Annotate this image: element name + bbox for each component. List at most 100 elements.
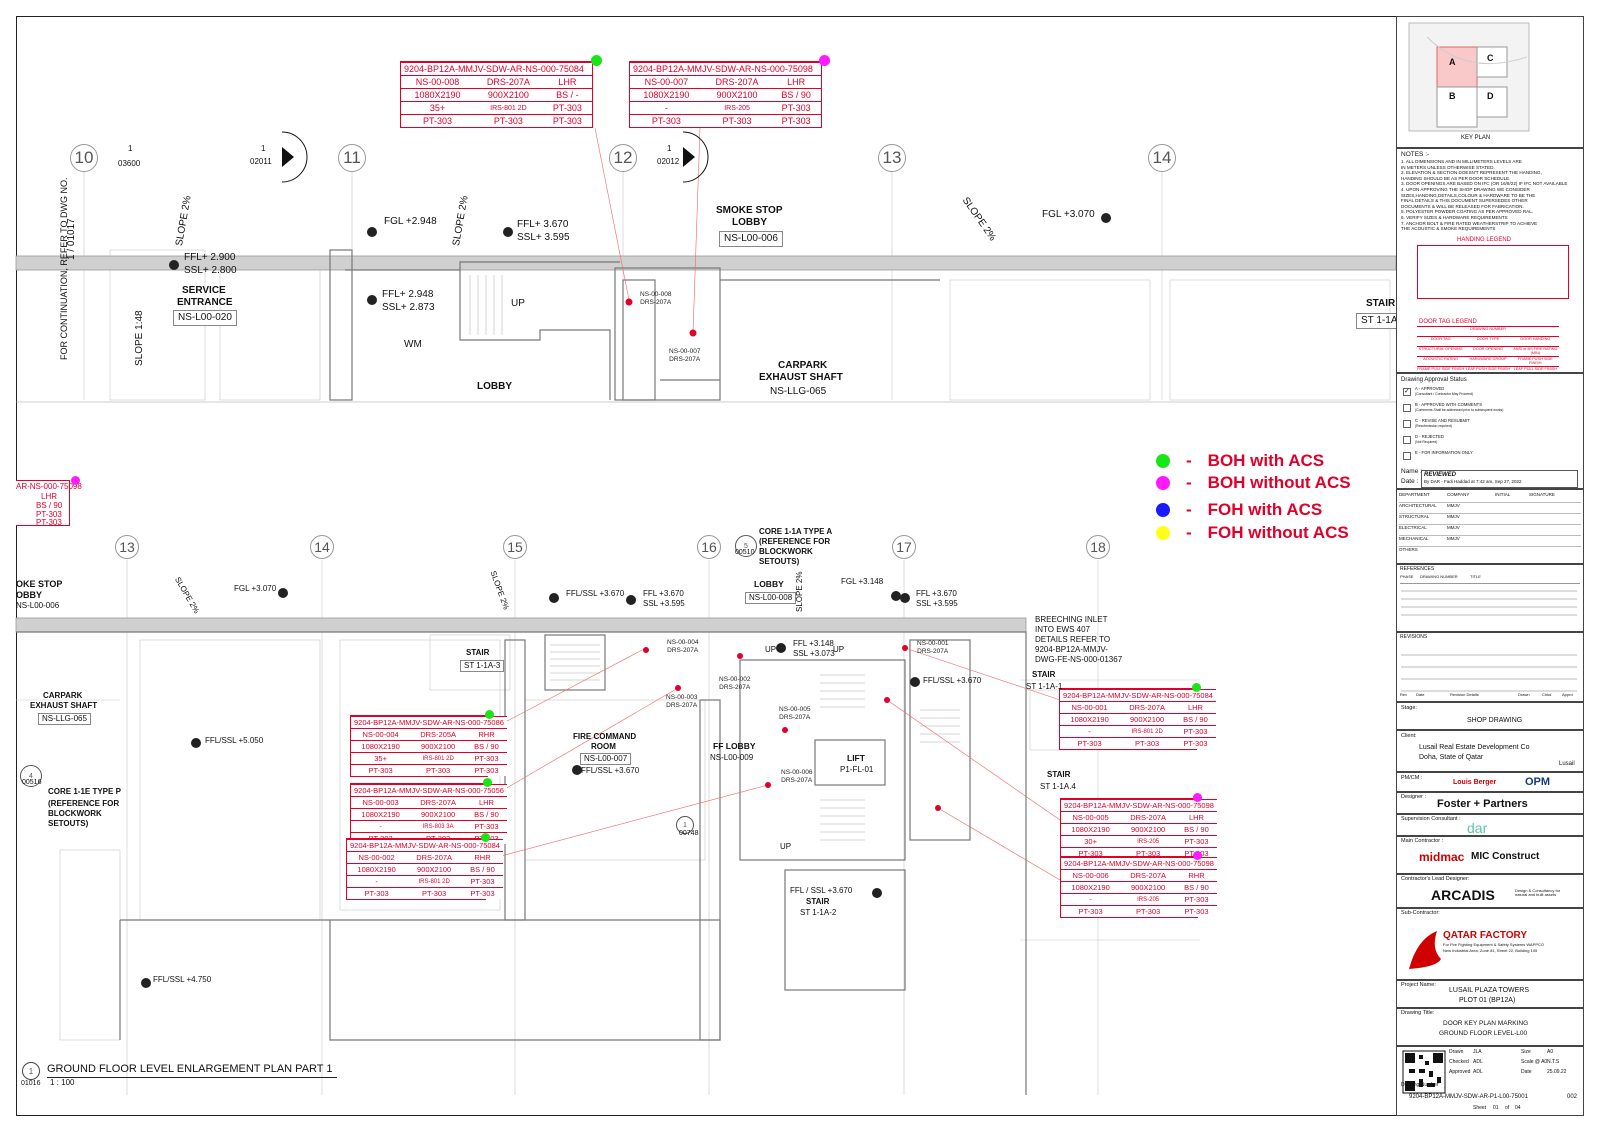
key-plan-zone: B: [1449, 91, 1456, 101]
grid-bubble-14: 14: [1148, 144, 1176, 172]
level-label: FFL / SSL +3.670: [790, 886, 853, 895]
level-label: SSL +3.073: [793, 649, 835, 658]
room-code: ST 1-1A-1: [1026, 682, 1063, 691]
reviewed-stamp: REVIEWED By DAR - Fadi Haddad at 7:42 am…: [1421, 470, 1578, 488]
room-name: SMOKE STOP: [716, 205, 783, 216]
level-label: SSL+ 2.800: [184, 265, 237, 276]
note-line: 7. ANCHOR BOLT & FIRE RATED WEATHERSTRIP…: [1401, 220, 1538, 226]
room-code: NS-L00-006: [16, 601, 60, 610]
approval-checkbox[interactable]: [1403, 436, 1411, 444]
room-code: NS-L00-006: [719, 231, 783, 247]
door-reference-table-partial: AR-NS-000-75098 LHR BS / 90 PT-303 PT-30…: [16, 480, 82, 527]
drawing-number: 9204-BP12A-MMJV-SDW-AR-P1-L00-75001: [1409, 1094, 1528, 1100]
client-box: Client: Lusail Real Estate Development C…: [1396, 730, 1584, 772]
section-b-num: 1: [667, 144, 672, 153]
room-name: CARPARK: [43, 691, 83, 700]
plan-title-ref: 01016: [21, 1080, 41, 1087]
legend-dot-yellow: [1156, 526, 1170, 540]
core-note: CORE 1-1E TYPE P: [48, 787, 121, 796]
legend-label: BOH without ACS: [1207, 473, 1351, 492]
approval-checkbox[interactable]: [1403, 404, 1411, 412]
level-label: FFL +3.670: [916, 589, 957, 598]
level-label: FFL/SSL +3.670: [581, 766, 640, 775]
level-label: FGL +3.070: [1042, 209, 1095, 220]
core-callout-ref: 00516: [22, 779, 42, 786]
grid-bubble-b17: 17: [892, 535, 916, 559]
stair-up-label: UP: [511, 298, 525, 309]
level-label: FGL +3.070: [234, 584, 277, 593]
designer-box: Designer : Foster + Partners: [1396, 792, 1584, 814]
note-line: 3. DOOR OPENINGS ARE BASED ON IFC (OR 16…: [1401, 181, 1568, 187]
key-plan-box: A C B D KEY PLAN: [1396, 16, 1584, 148]
approval-checkbox[interactable]: [1403, 452, 1411, 460]
boh-with-acs-marker: [591, 55, 602, 66]
handing-legend-grid: [1417, 245, 1569, 299]
core-note: (REFERENCE FOR: [759, 537, 831, 546]
stage-box: Stage: SHOP DRAWING: [1396, 702, 1584, 730]
room-name: LOBBY: [477, 381, 512, 392]
note-line: 1. ALL DIMENSIONS AND IN MILLIMETERS LEV…: [1401, 159, 1522, 164]
mic-construct-logo: MIC Construct: [1471, 851, 1540, 862]
section-b-ref: 02012: [657, 157, 680, 166]
arcadis-logo: ARCADIS: [1431, 887, 1495, 903]
plan-scale: 1 : 100: [50, 1078, 75, 1087]
level-label: SSL+ 3.595: [517, 232, 570, 243]
boh-with-acs-marker: [485, 710, 494, 719]
lusail-logo: Lusail: [1559, 761, 1575, 767]
approval-checkbox[interactable]: ✓: [1403, 388, 1411, 396]
legend-label: FOH without ACS: [1207, 523, 1349, 542]
room-name: STAIR: [806, 897, 830, 906]
level-label: SSL+ 2.873: [382, 302, 435, 313]
supervision-box: Supervision Consultant : dar: [1396, 814, 1584, 836]
section-a-ref: 02011: [250, 157, 272, 166]
approval-checkbox[interactable]: [1403, 420, 1411, 428]
detail-callout: 1: [676, 816, 694, 834]
approval-box: Drawing Approval Status ✓A - APPROVED(Co…: [1396, 373, 1584, 489]
slope-label: SLOPE 1:48: [134, 310, 145, 366]
core-note: CORE 1-1A TYPE A: [759, 527, 833, 536]
breeching-note: BREECHING INLET: [1035, 615, 1108, 624]
room-name: EXHAUST SHAFT: [759, 372, 843, 383]
note-line: HANDING SHOULD BE AS PER DOOR SCHEDULE.: [1401, 175, 1511, 181]
main-contractor-box: Main Contractor : midmac MIC Construct: [1396, 836, 1584, 874]
note-line: 5. POLYESTER POWDER COATING AS PER APPRO…: [1401, 209, 1534, 215]
room-name: ROOM: [591, 742, 616, 751]
notes-box: NOTES :- 1. ALL DIMENSIONS AND IN MILLIM…: [1396, 148, 1584, 373]
grid-bubble-12: 12: [609, 144, 637, 172]
core-note: BLOCKWORK: [48, 809, 102, 818]
handing-legend-title: HANDING LEGEND: [1457, 237, 1512, 243]
pmcm-box: PM/CM : Louis Berger OPM: [1396, 772, 1584, 792]
room-name: STAIR: [1366, 298, 1396, 309]
stair-up-label: UP: [765, 645, 777, 654]
grid-bubble-10: 10: [70, 144, 98, 172]
boh-with-acs-marker: [1192, 683, 1201, 692]
level-label: FFL/SSL +3.670: [923, 676, 982, 685]
room-code: NS-L00-009: [710, 753, 754, 762]
project-box: Project Name: LUSAIL PLAZA TOWERS PLOT 0…: [1396, 980, 1584, 1008]
note-line: 6. VERIFY SIZES & HARDWARE REQUIREMENTS: [1401, 215, 1508, 220]
room-name: STAIR: [1047, 770, 1071, 779]
core-note: (REFERENCE FOR: [48, 799, 120, 808]
room-name: ENTRANCE: [177, 297, 233, 308]
louis-berger-logo: Louis Berger: [1453, 779, 1497, 786]
key-plan-zone: D: [1487, 91, 1494, 101]
lead-designer-box: Contractor's Lead Designer: ARCADIS Desi…: [1396, 874, 1584, 908]
continuation-note: FOR CONTINUATION, REFER TO DWG NO.: [59, 177, 69, 360]
room-name: OBBY: [16, 590, 43, 600]
note-line: DOCUMENTS & WILL BE RELEASED FOR FABRICA…: [1401, 203, 1524, 209]
breeching-note: 9204-BP12A-MMJV-: [1035, 645, 1108, 654]
room-code: NS-L00-007: [580, 753, 632, 765]
level-label: FGL +3.148: [841, 577, 884, 586]
midmac-logo: midmac: [1419, 850, 1465, 864]
